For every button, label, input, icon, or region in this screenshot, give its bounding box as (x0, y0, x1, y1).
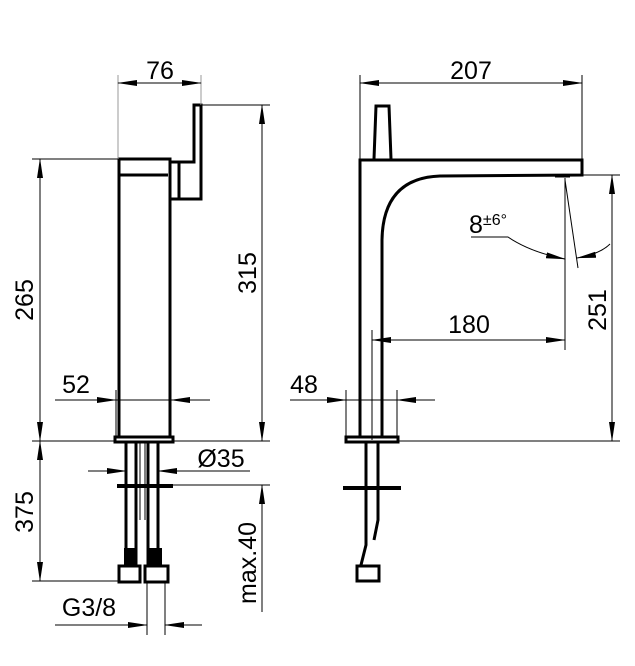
side-view: 207 251 180 48 8±6° (290, 57, 620, 583)
dim-height-body: 265 (11, 279, 39, 321)
fixing-plate (117, 484, 173, 488)
fixing-plate-side (343, 486, 401, 490)
hose-nut-side (355, 564, 381, 583)
base-plate (113, 435, 175, 444)
faucet-body-side (358, 158, 584, 437)
lever-base (170, 160, 181, 201)
dim-base-width: 52 (62, 371, 90, 399)
dim-hose-length: 375 (11, 491, 39, 533)
angle-value: 8 (469, 211, 483, 239)
dim-hole-diameter: Ø35 (197, 445, 244, 473)
front-view: 76 265 315 52 Ø35 375 max.40 G3/8 (11, 57, 270, 635)
dim-angle: 8±6° (469, 211, 507, 239)
lever-side (372, 104, 393, 160)
dim-width-side: 207 (450, 57, 492, 85)
hoses (117, 440, 173, 584)
angle-tolerance: ±6° (483, 212, 507, 229)
dim-base-side: 48 (290, 371, 318, 399)
hose-nut (143, 564, 170, 584)
faucet-body-front (117, 157, 172, 439)
dim-spout-reach: 180 (448, 311, 490, 339)
lever-handle (179, 103, 203, 201)
dim-max-thickness: max.40 (234, 522, 262, 604)
dim-connection: G3/8 (62, 594, 116, 622)
hose-nut (117, 564, 142, 584)
dim-width-front: 76 (146, 57, 174, 85)
dim-height-total: 315 (234, 252, 262, 294)
dim-spout-height: 251 (584, 289, 612, 331)
